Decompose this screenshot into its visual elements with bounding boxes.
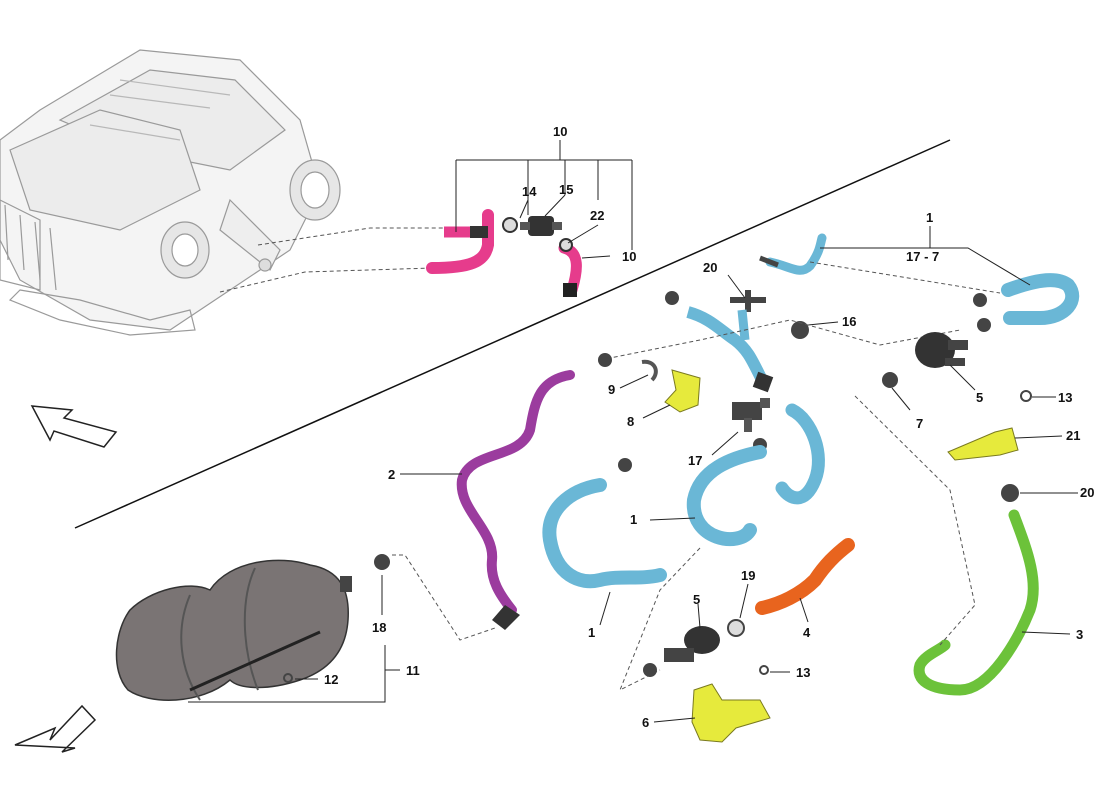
engine-illustration [0,49,341,336]
label-3: 3 [1076,627,1083,642]
leader-16 [807,321,839,326]
leader-3 [1021,631,1071,635]
label-22: 22 [590,208,604,223]
clip-19 [727,619,745,637]
leader-17 [711,431,739,456]
leader-19 [739,583,749,619]
label-12: 12 [324,672,338,687]
leader-5-low [697,603,701,629]
clip-9 [598,353,658,382]
arrow-up-left-icon [30,405,118,448]
clip-13-right [1020,390,1032,402]
label-16: 16 [842,314,856,329]
part-labels: 10 14 15 22 10 1 17 - 7 20 16 9 8 5 7 13… [324,124,1094,730]
leader-21 [1014,435,1063,439]
label-2: 2 [388,467,395,482]
label-1-mid: 1 [630,512,637,527]
leader-6 [653,717,696,723]
label-8: 8 [627,414,634,429]
bracket-6-yellow [691,683,771,743]
clip-18 [374,554,390,570]
canister-11 [115,559,352,701]
arrow-down-left-icon [14,704,97,753]
label-10-top: 10 [553,124,567,139]
valve-15 [520,216,562,236]
label-7: 7 [916,416,923,431]
hose-1-middle [686,403,825,547]
label-20-right: 20 [1080,485,1094,500]
dash-left-lower [619,547,701,692]
clip-13-low [759,665,769,675]
label-13-low: 13 [796,665,810,680]
leader-4 [799,597,809,623]
label-6: 6 [642,715,649,730]
hose-2-purple [456,370,575,630]
leader-8 [642,404,671,419]
leader-11 [188,645,400,703]
label-14: 14 [522,184,537,199]
t-connector-20 [730,290,766,312]
label-1-low: 1 [588,625,595,640]
leader-9 [619,374,649,389]
clip-14 [502,217,518,233]
label-17: 17 [688,453,702,468]
hose-1-top [759,233,1080,325]
leader-7 [891,387,911,411]
valve-5-low [643,626,720,677]
label-18: 18 [372,620,386,635]
hose-1-low [542,478,667,589]
hose-1-center-upper [686,306,774,393]
bracket-21-yellow [947,427,1019,461]
leader-lines-17-7 [809,226,1031,294]
hose-3-green [913,509,1039,696]
section-divider-line [74,139,951,529]
leader-20-top [727,274,746,299]
clip-7 [882,372,898,388]
leader-1-mid [649,517,696,521]
clip-20-right [1001,484,1019,502]
label-17-7: 17 - 7 [906,249,939,264]
label-20-top: 20 [703,260,717,275]
label-4: 4 [803,625,811,640]
valve-5-right [915,332,968,368]
dash-green [854,395,976,646]
bracket-8-yellow [664,369,701,413]
label-9: 9 [608,382,615,397]
label-5-right: 5 [976,390,983,405]
label-15: 15 [559,182,573,197]
label-11: 11 [406,663,420,678]
clip-near-20 [665,291,679,305]
dashed-leader-lines-top [219,227,445,293]
bracket-lines-10 [455,140,633,259]
label-21: 21 [1066,428,1080,443]
label-1-top: 1 [926,210,933,225]
clip-16 [791,321,809,339]
dash-canister [392,554,496,641]
clip-12 [283,673,293,683]
clips-near-17-7 [973,293,991,332]
label-10-side: 10 [622,249,636,264]
clip-22 [559,238,573,252]
t-connector-17 [732,398,770,432]
leader-1-low [599,591,611,626]
label-19: 19 [741,568,755,583]
leader-5-right [949,364,976,391]
label-13-right: 13 [1058,390,1072,405]
hose-4-orange [755,538,855,615]
label-5-low: 5 [693,592,700,607]
dash-center-top [599,319,961,361]
